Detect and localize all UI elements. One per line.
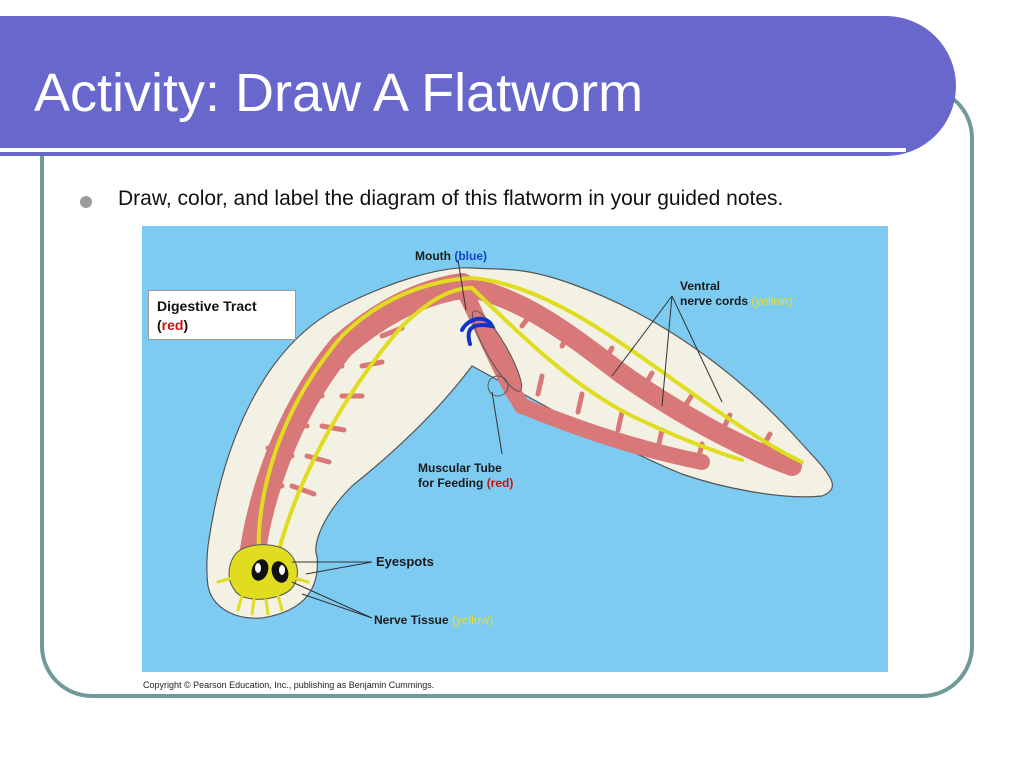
flatworm-diagram — [142, 226, 888, 672]
label-eyespots: Eyespots — [376, 554, 434, 569]
digestive-open-paren: ( — [157, 317, 162, 333]
digestive-color-label: red — [161, 317, 184, 333]
ventral-label-line2: nerve cords — [680, 294, 749, 308]
bullet-point-icon — [80, 196, 92, 208]
digestive-close-paren: ) — [183, 317, 189, 333]
muscular-label-line2: for Feeding — [418, 476, 484, 490]
digestive-tract-label: Digestive Tract (red) — [157, 297, 257, 335]
eyespots-shapes — [251, 559, 289, 583]
digestive-label-line1: Digestive Tract — [157, 298, 257, 314]
mouth-shape — [460, 316, 496, 346]
mouth-label: Mouth — [415, 249, 451, 263]
flatworm-body — [206, 267, 833, 619]
slide-title: Activity: Draw A Flatworm — [34, 63, 644, 123]
leader-lines — [291, 259, 723, 619]
copyright-text: Copyright © Pearson Education, Inc., pub… — [143, 680, 435, 690]
title-bar: Activity: Draw A Flatworm — [0, 16, 956, 156]
nerve-tissue-label: Nerve Tissue — [374, 613, 449, 627]
nerve-tissue-color-label: (yellow) — [451, 613, 494, 627]
muscular-label-line1: Muscular Tube — [418, 461, 502, 475]
bullet-text: Draw, color, and label the diagram of th… — [118, 187, 784, 210]
ventral-nerve-cords — [256, 275, 804, 573]
ventral-color-label: (yellow) — [751, 294, 793, 308]
label-ventral-nerve-cords: Ventral nerve cords (yellow) — [680, 279, 793, 309]
label-muscular-tube: Muscular Tube for Feeding (red) — [418, 461, 513, 491]
title-underline — [0, 148, 906, 152]
label-nerve-tissue: Nerve Tissue (yellow) — [374, 613, 493, 628]
ventral-label-line1: Ventral — [680, 279, 721, 293]
muscular-tube — [471, 310, 523, 397]
label-mouth: Mouth (blue) — [415, 249, 487, 264]
mouth-color-label: (blue) — [454, 249, 487, 263]
digestive-tract-label-box: Digestive Tract (red) — [148, 290, 296, 340]
muscular-color-label: (red) — [486, 476, 514, 490]
